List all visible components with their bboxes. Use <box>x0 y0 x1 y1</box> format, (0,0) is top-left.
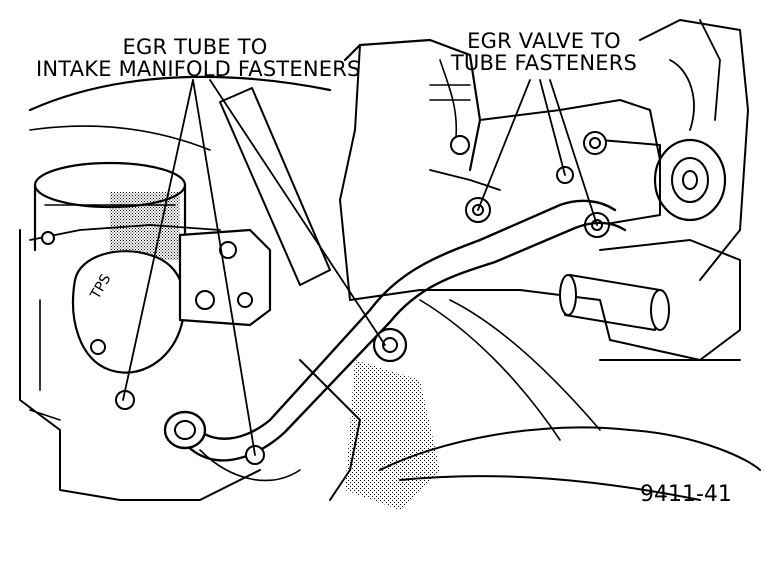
egr-valve <box>583 131 727 238</box>
egr-tube <box>163 199 627 465</box>
throttle-body: TPS <box>33 161 272 410</box>
heater-pipe <box>559 274 670 331</box>
egr-valve-callout-line1: EGR VALVE TO <box>467 29 621 53</box>
egr-tube-callout: EGR TUBE TO INTAKE MANIFOLD FASTENERS <box>36 35 361 81</box>
egr-valve-callout-line2: TUBE FASTENERS <box>450 51 638 75</box>
vacuum-hose <box>219 87 331 286</box>
egr-valve-callout: EGR VALVE TO TUBE FASTENERS <box>444 30 644 74</box>
figure-number: 9411-41 <box>640 482 732 507</box>
intake-duct <box>345 327 440 510</box>
egr-tube-callout-line1: EGR TUBE TO <box>122 35 268 59</box>
egr-tube-callout-line2: INTAKE MANIFOLD FASTENERS <box>36 57 361 81</box>
leader-lines <box>122 79 598 456</box>
